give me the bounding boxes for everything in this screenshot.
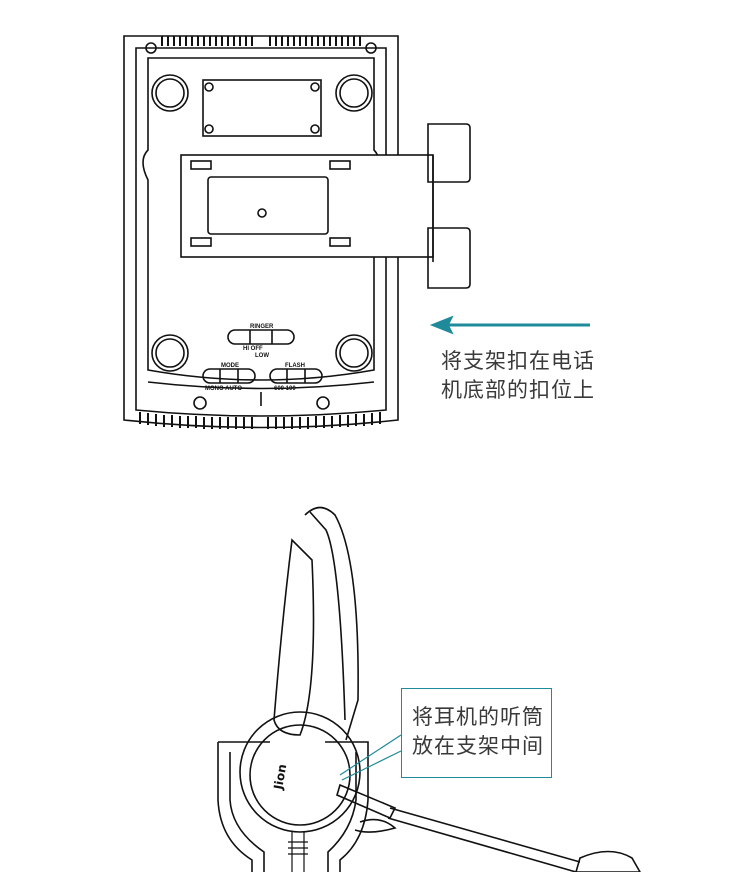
flash-options: 600 100 <box>274 386 296 392</box>
step2-callout-box: 将耳机的听筒 放在支架中间 <box>401 688 552 778</box>
mic-tip <box>575 850 641 872</box>
mode-switch <box>202 368 256 384</box>
bracket-hook <box>427 123 471 289</box>
flash-switch <box>269 368 323 384</box>
step2-caption: 将耳机的听筒 放在支架中间 <box>412 703 551 761</box>
stand-left <box>217 741 270 872</box>
headband <box>273 538 315 736</box>
screw-icon <box>145 42 157 54</box>
mode-label: MODE <box>221 363 239 369</box>
screw-icon <box>316 396 330 410</box>
callout-lines <box>339 734 402 781</box>
ringer-switch <box>227 329 295 345</box>
bottom-vents <box>139 412 381 429</box>
rubber-foot <box>335 74 373 112</box>
caption-line: 放在支架中间 <box>412 734 544 758</box>
headset-bracket <box>180 154 434 258</box>
caption-line: 将耳机的听筒 <box>412 705 544 729</box>
screw-icon <box>193 396 207 410</box>
rubber-foot <box>151 74 189 112</box>
stand-base <box>354 818 397 833</box>
mic-boom <box>387 807 581 872</box>
step1-caption: 将支架扣在电话 机底部的扣位上 <box>441 347 595 405</box>
caption-line: 将支架扣在电话 <box>441 349 595 373</box>
rubber-foot <box>151 334 189 372</box>
ear-cushion <box>239 711 361 833</box>
ringer-label: RINGER <box>250 324 274 330</box>
flash-label: FLASH <box>285 363 305 369</box>
ringer-options: HI OFF <box>243 346 263 352</box>
top-vents <box>161 36 361 46</box>
screw-icon <box>365 42 377 54</box>
svg-text:Jion: Jion <box>271 763 289 791</box>
rubber-foot <box>335 334 373 372</box>
ringer-low-label: LOW <box>255 353 269 359</box>
arrow-left-icon <box>429 315 590 335</box>
caption-line: 机底部的扣位上 <box>441 378 595 402</box>
phone-body-outline <box>123 35 399 429</box>
headset-diagram: Jion <box>217 506 641 872</box>
mode-options: MONO AUTO <box>205 386 242 392</box>
label-plate <box>202 79 322 137</box>
